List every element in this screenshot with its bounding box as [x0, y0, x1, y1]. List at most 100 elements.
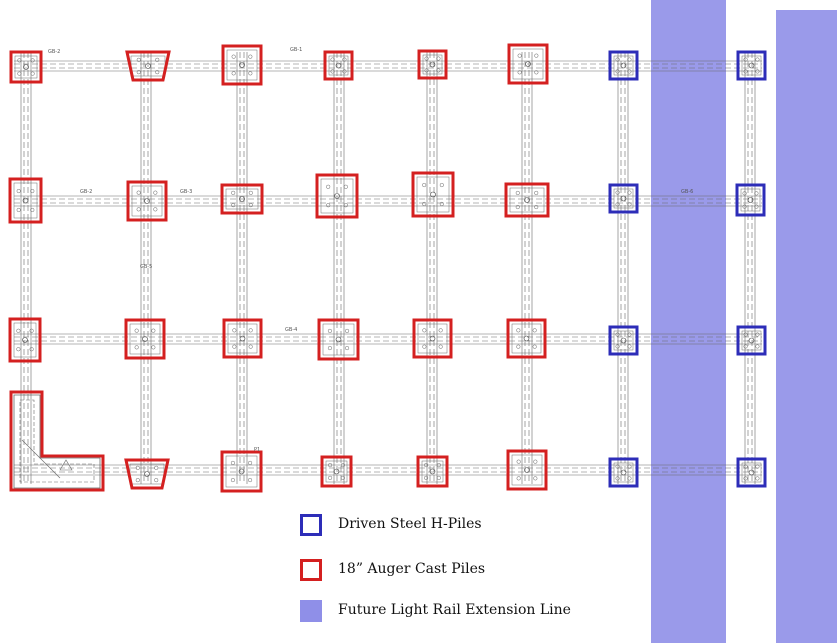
- beam-tag: GB-5: [140, 264, 152, 270]
- light-rail-swatch: [300, 600, 322, 622]
- pile-cap-inner: [225, 188, 259, 210]
- pile-center-mark: [524, 197, 530, 203]
- pile-mark: [327, 346, 332, 351]
- pile-cap-inner: [511, 454, 543, 486]
- pile-cap-inner: [225, 455, 258, 488]
- legend-label-h-piles: Driven Steel H-Piles: [338, 516, 482, 532]
- pile-center-mark: [334, 193, 340, 199]
- pile-mark: [627, 464, 632, 469]
- pile-mark: [330, 57, 335, 62]
- pile-mark: [517, 53, 522, 58]
- pile-mark: [436, 56, 441, 61]
- pile-mark: [330, 69, 335, 74]
- pile-mark: [29, 347, 34, 352]
- pile-cap-inner: [511, 323, 542, 354]
- pile-center-mark: [239, 335, 246, 342]
- auger-pile-cap: [8, 177, 43, 224]
- beam-tag: GB-4: [285, 327, 297, 333]
- pile-center-mark: [145, 63, 151, 69]
- pile-mark: [615, 57, 620, 62]
- pile-mark: [615, 344, 620, 349]
- pile-mark: [533, 476, 538, 481]
- pile-mark: [615, 69, 620, 74]
- pile-mark: [248, 328, 253, 333]
- pile-cap-inner: [13, 322, 37, 358]
- auger-pile-cap: [506, 449, 548, 491]
- beam-tags: GB-2 GB-1 GB-2 GB-3 GB-4 GB-5 GB-6 P1: [48, 47, 693, 453]
- auger-pile-swatch: [300, 559, 322, 581]
- pile-mark: [230, 460, 235, 465]
- pile-center-mark: [748, 469, 755, 476]
- pile-mark: [516, 476, 521, 481]
- pile-mark: [754, 191, 759, 196]
- pile-mark: [136, 57, 141, 62]
- pile-mark: [755, 332, 760, 337]
- pile-cap-inner: [740, 188, 761, 212]
- pile-mark: [231, 71, 236, 76]
- pile-mark: [151, 328, 156, 333]
- pile-mark: [438, 344, 443, 349]
- auger-pile-cap: [315, 173, 359, 219]
- pile-cap-inner: [613, 330, 634, 351]
- pile-mark: [754, 204, 759, 209]
- pile-center-mark: [429, 61, 436, 68]
- pile-center-mark: [335, 62, 342, 69]
- pile-mark: [534, 204, 539, 210]
- pile-center-mark: [22, 197, 29, 204]
- pile-mark: [436, 475, 441, 480]
- pile-mark: [326, 203, 331, 208]
- pile-mark: [615, 190, 620, 195]
- pile-cap-inner: [320, 178, 354, 214]
- auger-pile-cap: [8, 317, 42, 363]
- auger-pile-cap: [220, 450, 263, 493]
- pile-mark: [328, 463, 333, 468]
- h-pile-cap: [608, 183, 639, 214]
- h-pile-swatch: [300, 514, 322, 536]
- pile-cap-inner: [14, 55, 38, 79]
- pile-mark: [232, 328, 237, 333]
- pile-mark: [340, 463, 345, 468]
- pile-mark: [424, 56, 429, 61]
- beam-tag: GB-2: [80, 189, 92, 195]
- auger-pile-cap: [222, 318, 263, 359]
- pile-mark: [534, 53, 539, 58]
- pile-center-mark: [335, 336, 342, 343]
- pile-center-mark: [144, 198, 150, 204]
- pile-mark: [326, 184, 331, 189]
- l-wall-diagonal: [21, 439, 61, 479]
- l-wall-inner: [19, 399, 95, 483]
- pile-mark: [136, 190, 141, 195]
- auger-pile-cap: [411, 171, 455, 218]
- pile-mark: [153, 207, 158, 212]
- pile-mark: [342, 57, 347, 62]
- pile-mark: [136, 207, 141, 212]
- light-rail-bands: [651, 0, 837, 643]
- pile-mark: [532, 344, 537, 349]
- pile-caps: [8, 43, 767, 493]
- pile-cap-inner: [741, 330, 762, 351]
- auger-pile-cap: [417, 49, 448, 80]
- pile-center-mark: [620, 337, 627, 344]
- pile-center-mark: [525, 61, 531, 67]
- pile-mark: [755, 344, 760, 349]
- pile-mark: [615, 332, 620, 337]
- legend-item-h-piles: Driven Steel H-Piles: [300, 512, 640, 542]
- pile-mark: [627, 476, 632, 481]
- pile-mark: [532, 328, 537, 333]
- pile-mark: [231, 54, 236, 59]
- beam-tag: P1: [254, 447, 260, 453]
- pile-center-mark: [22, 337, 28, 343]
- pile-mark: [422, 328, 427, 333]
- pile-mark: [231, 190, 236, 195]
- pile-mark: [30, 71, 35, 76]
- pile-mark: [345, 328, 350, 333]
- h-pile-cap: [736, 50, 767, 81]
- pile-cap-inner: [129, 463, 165, 485]
- pile-cap-inner: [322, 323, 355, 356]
- pile-mark: [743, 332, 748, 337]
- pile-cap-inner: [613, 462, 634, 483]
- pile-mark: [742, 204, 747, 209]
- auger-pile-cap: [416, 455, 449, 488]
- pile-mark: [627, 202, 632, 207]
- pile-mark: [30, 58, 35, 63]
